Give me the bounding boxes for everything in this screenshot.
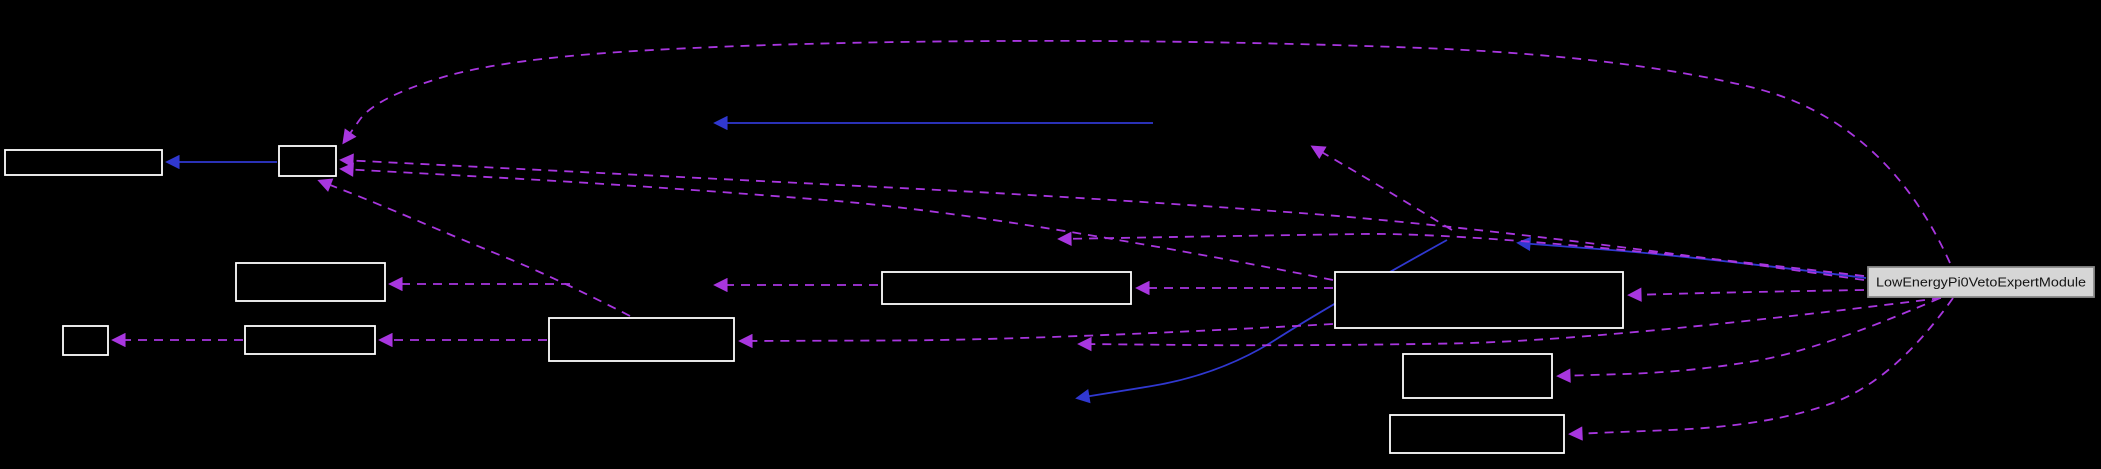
edge-dashed-10 <box>1077 297 1942 352</box>
edge-dashed-4 <box>317 178 631 317</box>
node-7[interactable] <box>881 271 1132 305</box>
node-main[interactable]: LowEnergyPi0VetoExpertModule <box>1867 266 2095 298</box>
node-3[interactable] <box>235 262 386 302</box>
node-6[interactable] <box>548 317 735 362</box>
node-8[interactable] <box>1334 271 1624 329</box>
node-9[interactable] <box>1402 353 1553 399</box>
edge-dashed-11 <box>1057 231 1865 277</box>
edge-dashed-1 <box>342 39 1951 264</box>
node-4[interactable] <box>62 325 109 356</box>
edge-dashed-9 <box>738 323 1334 349</box>
edge-dashed-12 <box>1310 145 1453 231</box>
edge-dashed-15 <box>1568 297 1954 441</box>
edge-dashed-14 <box>1556 297 1941 383</box>
node-10[interactable] <box>1389 414 1565 454</box>
node-5[interactable] <box>244 325 376 355</box>
edge-dashed-2 <box>339 153 1865 281</box>
node-2[interactable] <box>278 145 337 177</box>
node-1[interactable] <box>4 149 163 176</box>
edge-solid-3 <box>1516 236 1867 279</box>
